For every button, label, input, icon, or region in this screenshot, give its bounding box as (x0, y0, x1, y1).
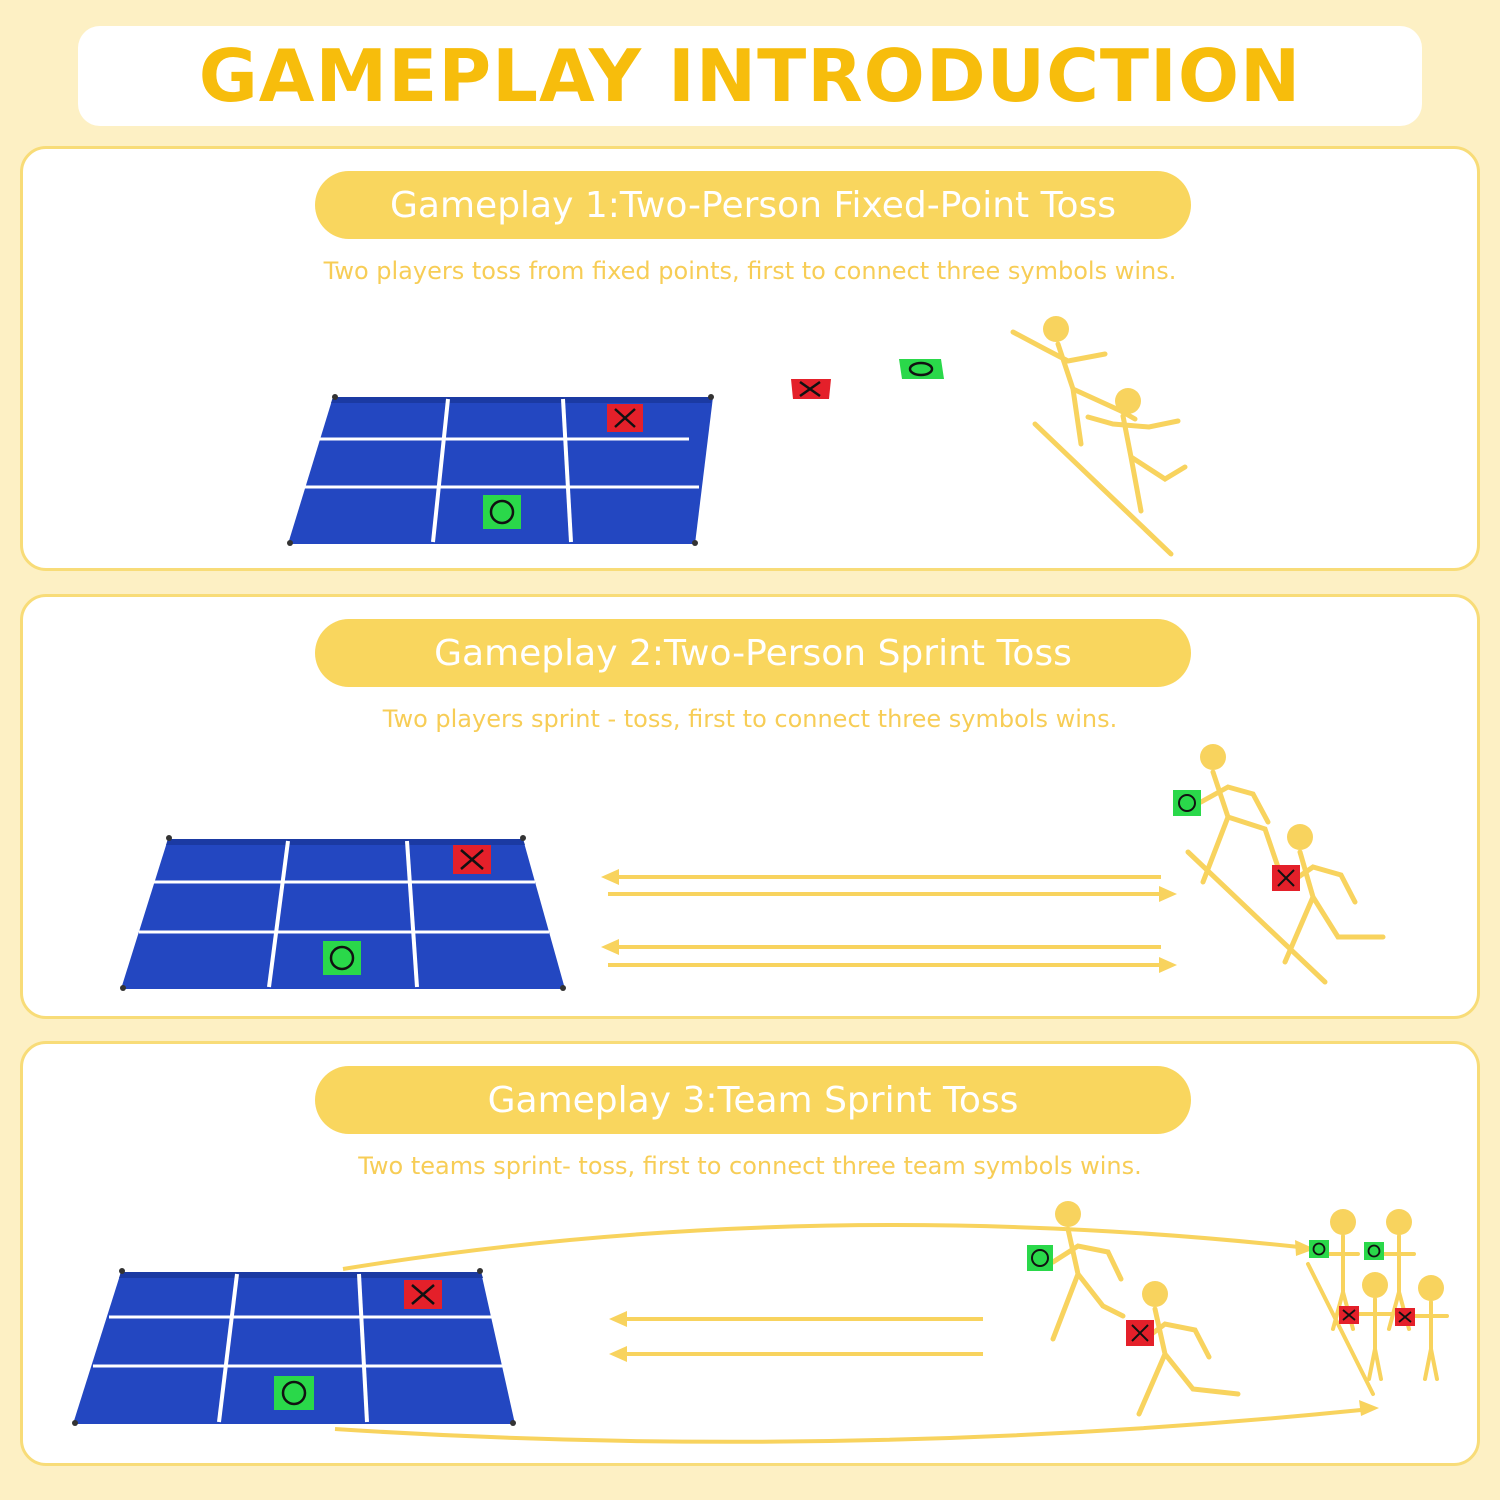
team-x-beanbags (1339, 1306, 1415, 1326)
player-figures (1185, 744, 1386, 985)
player-figures (1050, 1201, 1449, 1417)
team-o-beanbags (1309, 1240, 1384, 1260)
tic-tac-toe-mat (120, 835, 566, 991)
x-beanbag-on-board (453, 845, 491, 874)
gameplay-2-heading: Gameplay 2:Two-Person Sprint Toss (315, 619, 1191, 687)
player-figures (1010, 316, 1188, 557)
page-title: GAMEPLAY INTRODUCTION (198, 34, 1302, 118)
gameplay-2-description: Two players sprint - toss, first to conn… (382, 705, 1118, 733)
gameplay-1-heading: Gameplay 1:Two-Person Fixed-Point Toss (315, 171, 1191, 239)
gameplay-3-description: Two teams sprint- toss, first to connect… (358, 1152, 1142, 1180)
gameplay-3-illustration (72, 1201, 1449, 1444)
o-beanbag-held (1173, 790, 1201, 816)
x-beanbag-in-air (791, 379, 831, 399)
o-beanbag-on-board (483, 495, 521, 529)
gameplay-3-heading: Gameplay 3:Team Sprint Toss (315, 1066, 1191, 1134)
title-banner: GAMEPLAY INTRODUCTION (78, 26, 1422, 126)
gameplay-1-panel: Gameplay 1:Two-Person Fixed-Point Toss T… (20, 146, 1480, 571)
x-beanbag-held (1126, 1320, 1154, 1346)
o-beanbag-on-board (274, 1376, 314, 1410)
gameplay-3-panel: Gameplay 3:Team Sprint Toss Two teams sp… (20, 1041, 1480, 1466)
gameplay-2-panel: Gameplay 2:Two-Person Sprint Toss Two pl… (20, 594, 1480, 1019)
tic-tac-toe-mat (287, 394, 714, 546)
x-beanbag-held (1272, 865, 1300, 891)
gameplay-2-illustration (120, 744, 1386, 991)
gameplay-1-illustration (287, 316, 1188, 557)
tic-tac-toe-mat (72, 1268, 516, 1426)
o-beanbag-in-air (899, 359, 944, 379)
sprint-arrows (334, 1223, 1379, 1444)
sprint-arrows (601, 869, 1177, 973)
x-beanbag-on-board (607, 404, 643, 432)
gameplay-1-description: Two players toss from fixed points, firs… (323, 257, 1177, 285)
x-beanbag-on-board (404, 1280, 442, 1309)
o-beanbag-held (1027, 1245, 1053, 1271)
o-beanbag-on-board (323, 941, 361, 975)
